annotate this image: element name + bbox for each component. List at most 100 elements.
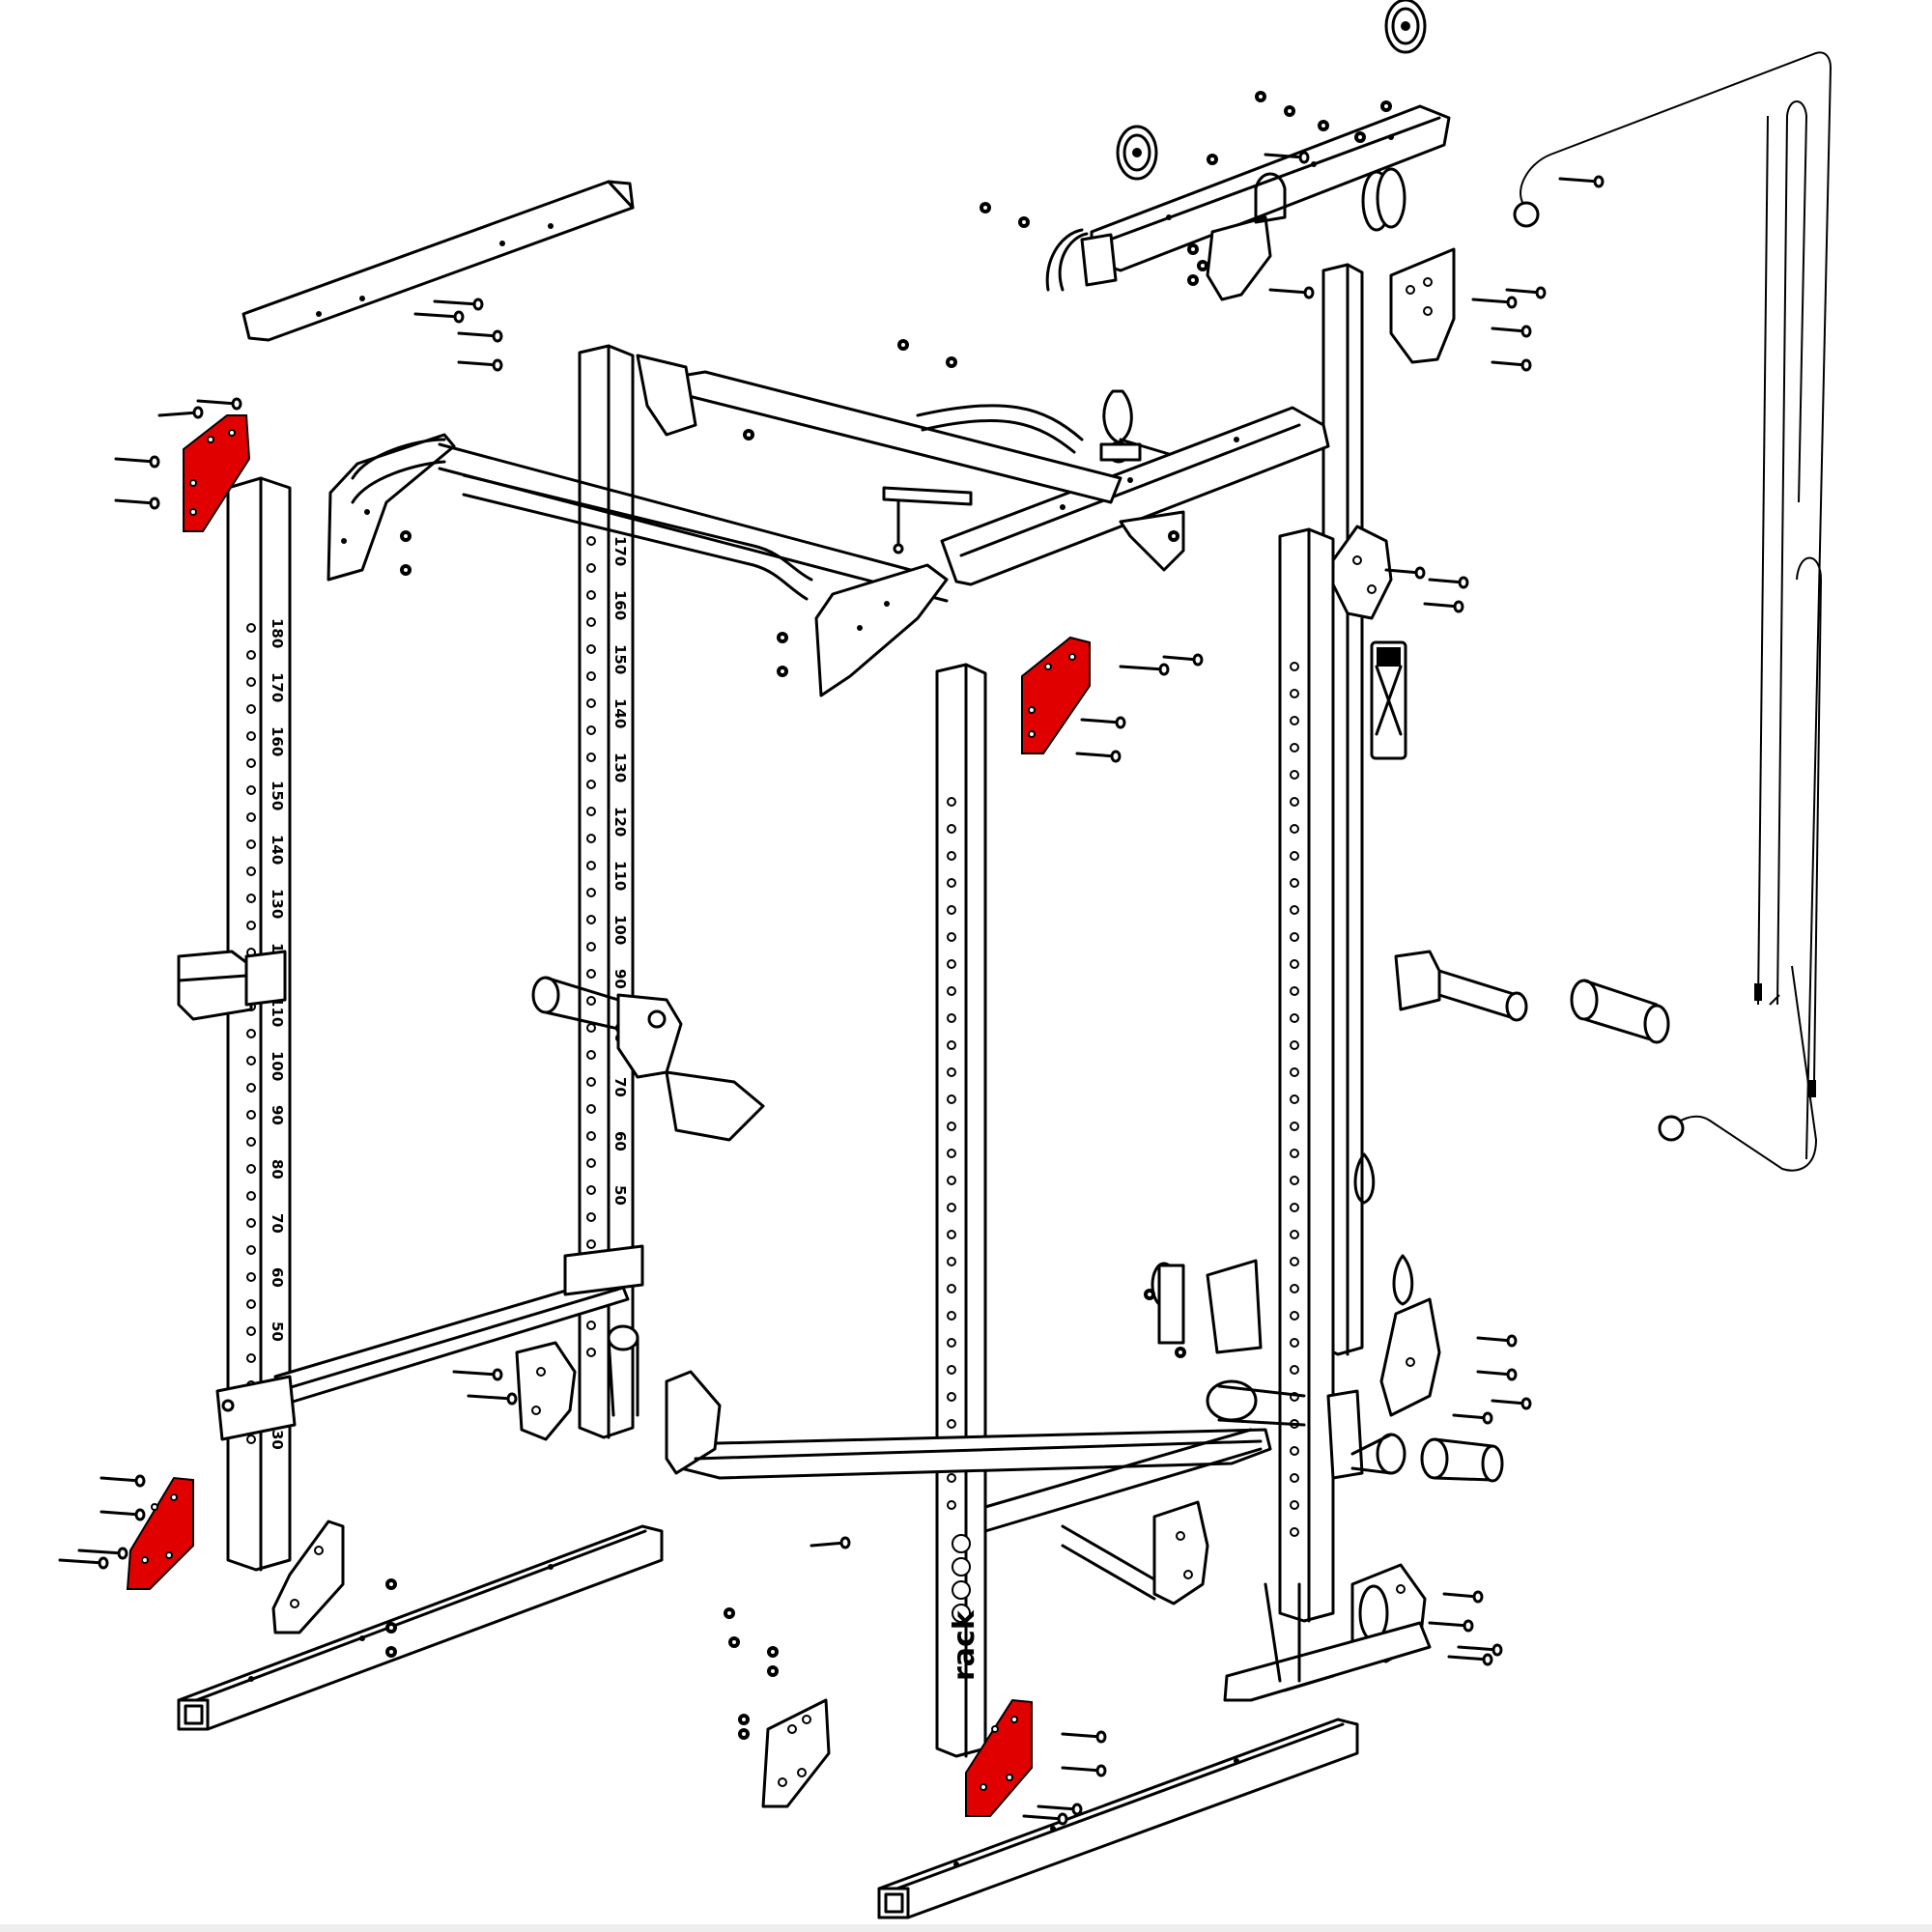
bolt-head [1520,358,1532,372]
gusset-plate-right-upper [1331,525,1393,620]
bolt-head [506,1392,518,1406]
upright-hole [1290,1311,1299,1321]
bolt [1384,568,1422,575]
bolt-head [1520,1397,1532,1410]
upright-hole [947,1311,956,1321]
upright-hole [1290,1500,1299,1510]
upright-hole [246,1272,256,1282]
upright-hole [586,1239,596,1249]
upright-hole [1290,1365,1299,1375]
upright-hole [947,905,956,915]
upright-hole [947,1257,956,1266]
upright-hole [246,1191,256,1201]
upright-hole [586,1104,596,1114]
bolt [99,1510,142,1517]
bottom-strip [0,1924,1932,1932]
upright-hole [246,1137,256,1147]
lower-crossbeam-left [215,1244,644,1441]
bolt [77,1548,125,1555]
upright-hole [586,888,596,897]
upright-hole [947,1365,956,1375]
upright-hole [586,1158,596,1168]
upright-hole [947,959,956,969]
upright-hole [947,932,956,942]
brand-logo: rack [948,1609,981,1681]
upright-hole [947,1473,956,1483]
upright-hole [586,915,596,924]
bolt [1428,1621,1470,1628]
bolt-head [492,358,503,372]
upright-hole [947,1067,956,1077]
upright-hole [947,1338,956,1348]
upright-hole [1290,878,1299,888]
upright-hole [586,1023,596,1033]
upright-hole [1290,662,1299,671]
upright-hole [246,1056,256,1065]
upright-hole [246,1164,256,1174]
scale-label: 170 [611,536,629,566]
upright-hole [947,1203,956,1212]
bolt-head [1506,1368,1518,1381]
bolt-head [149,455,160,469]
upright-hole [246,894,256,903]
bolt-head [492,329,503,343]
upright-hole [1290,743,1299,753]
upright-hole [1290,1257,1299,1266]
scale-label: 70 [611,1077,629,1097]
lateral-plate [882,486,973,554]
bolt [1491,327,1528,333]
pulley-wheel-top-2 [1116,125,1158,181]
bolt [1022,1814,1065,1821]
upright-hole [586,1131,596,1141]
scale-label: 170 [269,672,286,702]
upright-hole [1290,1473,1299,1483]
upright-hole [1290,1149,1299,1158]
bolt [413,312,461,319]
upright-hole [1290,1446,1299,1456]
upright-hole [947,1230,956,1239]
scale-label: 120 [611,807,629,837]
gusset-plate-bottom-left [126,1476,194,1590]
gusset-plate-top-left [183,414,251,532]
bolt-head [1506,296,1518,309]
top-back-crossbeam [636,354,1185,572]
scale-label: 140 [611,698,629,728]
bolt [1162,655,1200,662]
upright-hole [1290,1203,1299,1212]
j-hook-left [177,950,287,1021]
upright-front [935,663,987,1758]
bolt-head [1453,600,1464,613]
upright-hole [586,617,596,627]
scale-label: 60 [269,1267,286,1288]
bolt-head [1506,1334,1518,1348]
bolt-head [98,1556,109,1570]
bolt [1080,718,1122,724]
bolt-head [1414,566,1426,580]
upright-hole [947,986,956,996]
upright-hole [586,644,596,654]
bolt [1471,298,1514,304]
upright-hole [1290,1013,1299,1023]
upright-hole [947,1419,956,1429]
bolt-head [492,1368,503,1381]
upright-hole [947,797,956,807]
upright-hole [246,1110,256,1120]
upright-hole [586,969,596,979]
upright-hole [1290,1527,1299,1537]
upright-left [226,476,292,1572]
bolt [1447,1655,1490,1662]
scale-label: 90 [269,1105,286,1125]
scale-label: 100 [269,1051,286,1081]
base-front [877,1718,1359,1919]
scale-label: 60 [611,1131,629,1151]
base-back [665,1370,1272,1605]
upright-hole [586,1185,596,1195]
bolt [810,1541,847,1548]
upright-hole [1290,851,1299,861]
bolt [114,498,156,505]
bolt-head [1535,286,1547,299]
base-left [177,1524,664,1731]
bolt [1457,1645,1499,1652]
bolt [457,331,499,338]
